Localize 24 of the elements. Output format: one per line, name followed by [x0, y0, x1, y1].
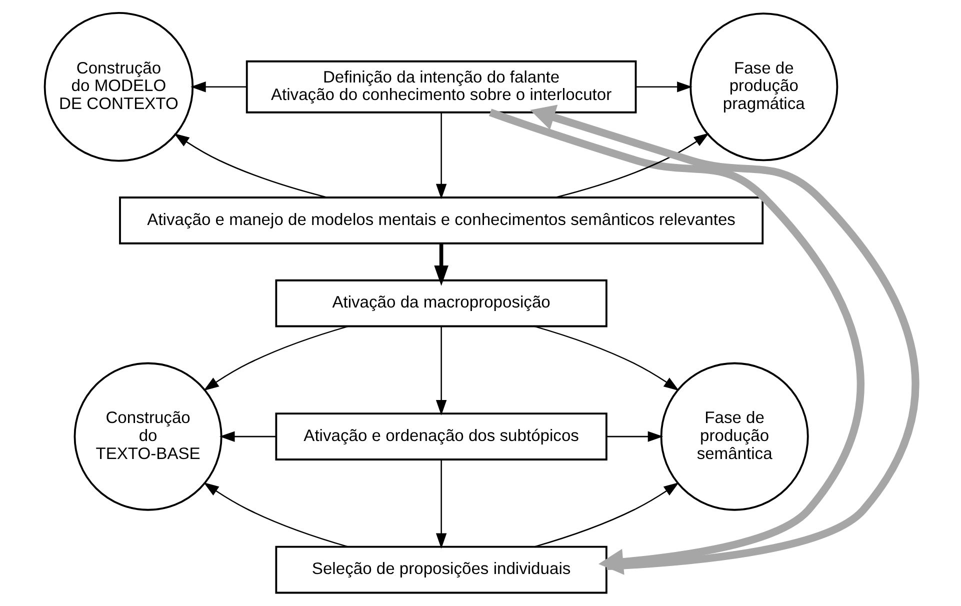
- arrow: [636, 82, 692, 92]
- node-box: Ativação e ordenação dos subtópicos: [275, 412, 608, 460]
- arrow: [434, 244, 448, 286]
- arrow: [534, 326, 680, 391]
- arrow: [530, 104, 920, 570]
- node-circle: Fase de produção semântica: [660, 362, 809, 511]
- node-circle: Construção do MODELO DE CONTEXTO: [44, 12, 194, 162]
- arrow: [204, 326, 349, 391]
- node-box: Definição da intenção do falante Ativação do conhecimento sobre o interlocutor: [246, 60, 637, 114]
- arrow: [606, 431, 664, 442]
- arrow: [436, 460, 447, 549]
- arrow: [204, 482, 349, 548]
- node-circle: Construção do TEXTO-BASE: [74, 362, 222, 511]
- node-box: Seleção de proposições individuais: [275, 546, 608, 594]
- node-circle: Fase de produção pragmática: [690, 12, 838, 162]
- arrow: [174, 133, 328, 198]
- arrow: [436, 326, 447, 416]
- node-box: Ativação e manejo de modelos mentais e conhecimentos semânticos relevantes: [119, 196, 764, 244]
- arrow: [219, 431, 276, 442]
- arrow: [436, 112, 447, 200]
- arrow: [190, 82, 246, 92]
- arrow: [534, 482, 680, 548]
- node-box: Ativação da macroproposição: [275, 279, 608, 328]
- arrow: [555, 132, 710, 198]
